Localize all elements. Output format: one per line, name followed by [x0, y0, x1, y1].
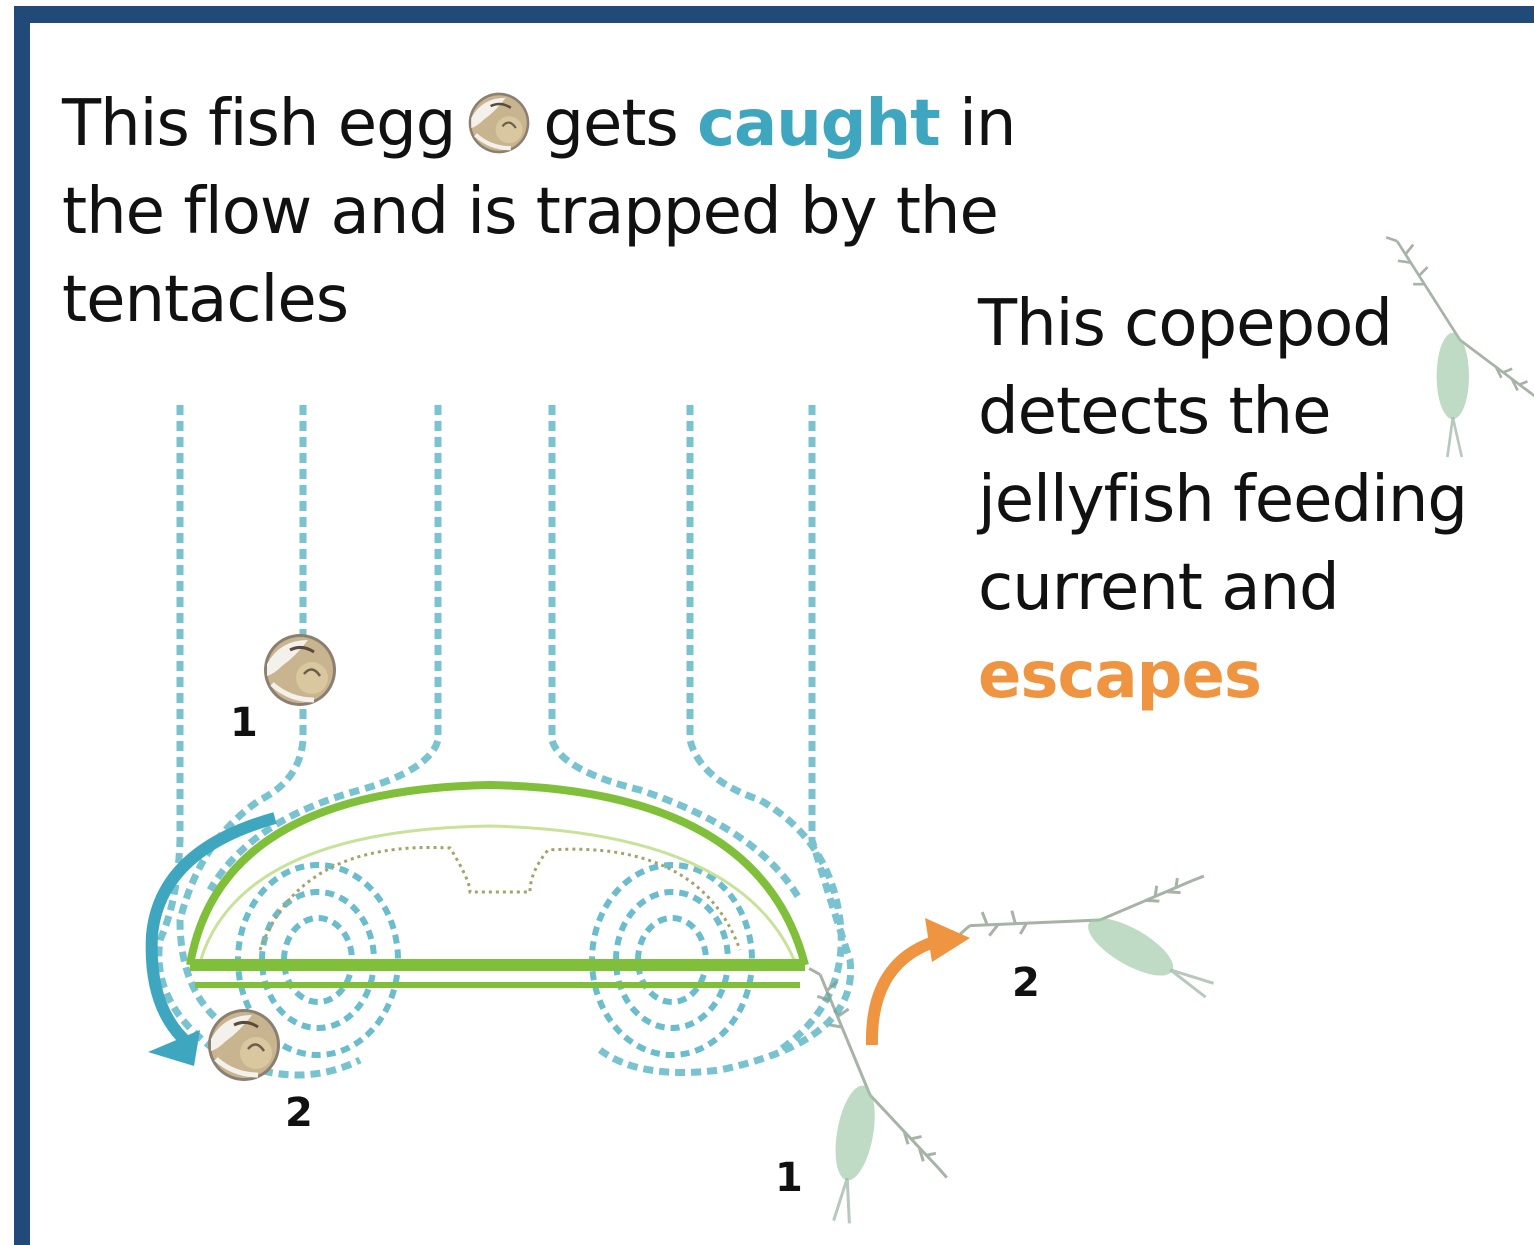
caption-text: This copepod detects the jellyfish feedi… [978, 287, 1467, 625]
caption-text: gets [543, 87, 677, 161]
copepod-icon [960, 785, 1257, 1056]
copepod-label-2: 2 [1012, 960, 1040, 1006]
caught-highlight: caught [697, 87, 940, 161]
copepod-label-1: 1 [775, 1155, 803, 1201]
egg-label-2: 2 [285, 1090, 313, 1136]
egg-label-1: 1 [230, 700, 258, 746]
caption-text: This fish egg [62, 87, 455, 161]
copepod-escape-arrow-icon [872, 918, 970, 1045]
escapes-highlight: escapes [978, 639, 1261, 713]
copepod-caption: This copepod detects the jellyfish feedi… [978, 280, 1518, 720]
fish-egg-icon [264, 634, 336, 706]
fish-egg-icon [461, 91, 537, 155]
fish-egg-icon [208, 1009, 280, 1081]
